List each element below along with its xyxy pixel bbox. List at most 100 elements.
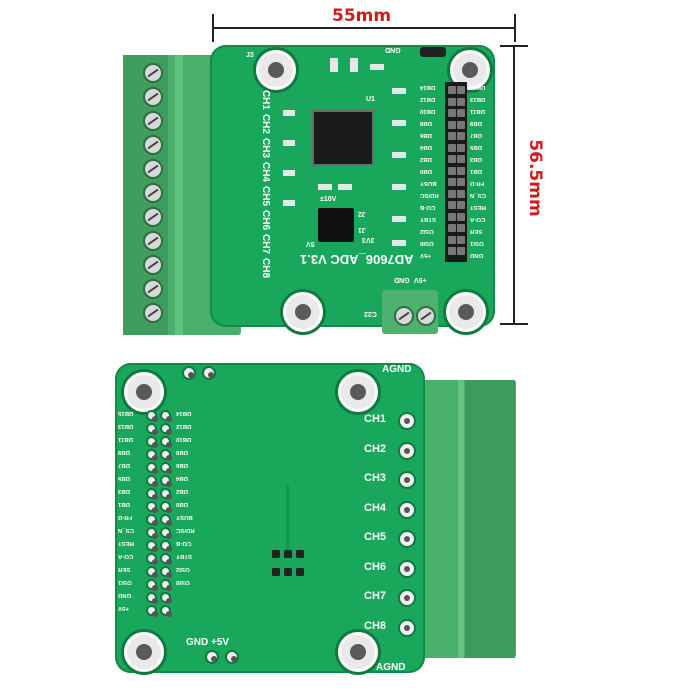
bottom-left-pin-label: REST — [118, 540, 135, 546]
bottom-left-pin-label: DB15 — [118, 410, 134, 416]
bottom-header-pad — [146, 410, 158, 422]
bottom-header-pad — [160, 475, 172, 487]
power-terminal-screw — [394, 306, 414, 326]
top-terminal-screw — [143, 303, 163, 323]
header-pin-label: DB8 — [420, 120, 433, 126]
header-pin-label: DB12 — [420, 96, 436, 102]
top-terminal-screw — [143, 255, 163, 275]
bottom-inner-pin-label: DB10 — [176, 436, 192, 442]
five-v-label: 5V — [306, 240, 315, 247]
width-dimension-line — [212, 27, 516, 29]
header-pin — [457, 143, 465, 152]
header-pin-label: DB15 — [470, 84, 486, 90]
bottom-gnd-5v-label: GND +5V — [186, 637, 230, 648]
top-channel-label: CH5 — [260, 186, 271, 207]
header-pin-label: DB5 — [470, 144, 483, 150]
smd-component — [283, 140, 295, 146]
header-pin — [448, 86, 456, 94]
bottom-header-pad — [146, 553, 158, 565]
bottom-channel-pad — [398, 530, 416, 548]
width-dimension-tick-right — [514, 14, 516, 42]
header-pin-label: CO-B — [420, 204, 436, 210]
top-channel-label: CH6 — [260, 210, 271, 231]
bottom-header-pad — [146, 488, 158, 500]
header-pin-label: CO-A — [470, 216, 486, 222]
header-pin — [457, 132, 465, 140]
bottom-header-pad — [146, 423, 158, 435]
header-pin — [457, 235, 465, 244]
bottom-agnd-bottom: AGND — [376, 662, 406, 673]
bottom-left-pin-label: DB3 — [118, 488, 131, 494]
header-pin — [448, 189, 456, 198]
top-mount-hole-br — [446, 292, 486, 332]
three-v-label: 3V3 — [362, 236, 375, 243]
bottom-header-pad — [160, 592, 172, 604]
header-pin — [457, 109, 465, 117]
bottom-channel-pad — [398, 589, 416, 607]
smd-component — [392, 184, 406, 190]
bottom-header-pad — [160, 566, 172, 578]
bottom-header-pad — [160, 436, 172, 448]
j3-label: J3 — [246, 52, 254, 59]
bottom-inner-pin-label: DB14 — [176, 410, 192, 416]
c22-label: C22 — [364, 310, 377, 317]
width-dimension-label: 55mm — [332, 6, 392, 26]
bottom-channel-label: CH1 — [364, 413, 387, 425]
header-pin-label: SER — [470, 228, 483, 234]
top-switch — [420, 47, 446, 57]
bottom-mount-hole-br — [338, 632, 378, 672]
smd-component — [283, 200, 295, 206]
header-pin-label: DB0 — [420, 168, 433, 174]
header-pin-label: FR-D — [470, 180, 485, 186]
header-pin-label: OSI0 — [420, 240, 434, 246]
bottom-header-pad — [160, 449, 172, 461]
header-pin — [448, 109, 456, 117]
top-channel-label: CH2 — [260, 113, 271, 134]
bottom-inner-pin-label: DB6 — [176, 462, 189, 468]
bottom-via — [296, 550, 304, 558]
bottom-header-pad — [146, 475, 158, 487]
top-terminal-screw — [143, 135, 163, 155]
bottom-inner-pin-label: BUSY — [176, 514, 193, 520]
smd-component — [392, 240, 406, 246]
top-terminal-screw — [143, 207, 163, 227]
bottom-header-pad — [160, 410, 172, 422]
smd-component — [392, 120, 406, 126]
header-pin — [448, 97, 456, 106]
bottom-channel-label: CH6 — [364, 560, 387, 573]
header-pin — [457, 97, 465, 106]
bottom-channel-pad — [398, 500, 416, 519]
bottom-header-pad — [146, 462, 158, 474]
header-pin — [448, 247, 456, 255]
bottom-channel-pad — [398, 618, 416, 637]
bottom-channel-pad — [398, 471, 416, 489]
header-pin — [448, 178, 456, 186]
header-pin-label: DB13 — [470, 96, 486, 102]
header-pin — [457, 166, 465, 175]
header-pin-label: DB10 — [420, 108, 436, 114]
header-pin — [457, 155, 465, 163]
header-pin — [457, 120, 465, 129]
bottom-header-pad — [146, 566, 158, 578]
top-terminal-screw — [143, 111, 163, 131]
top-terminal-screw — [143, 183, 163, 203]
width-dimension-tick-left — [212, 14, 214, 42]
smd-component — [392, 88, 406, 94]
bottom-header-pad — [146, 514, 158, 526]
smd-component — [318, 184, 332, 190]
smd-component — [283, 170, 295, 176]
header-pin — [448, 235, 456, 244]
bottom-inner-pin-label: DB12 — [176, 423, 192, 429]
bottom-header-pad — [160, 527, 172, 539]
header-pin-label: DB1 — [470, 168, 483, 174]
header-pin-label: DB2 — [420, 156, 433, 162]
header-pin-label: OSI2 — [420, 228, 434, 234]
bottom-header-pad — [160, 553, 172, 565]
header-pin-label: BUSY — [420, 180, 437, 186]
bottom-mount-hole-bl — [124, 632, 164, 672]
header-pin-label: DB14 — [420, 84, 436, 90]
top-terminal-screw — [143, 63, 163, 83]
top-terminal-screw — [143, 87, 163, 107]
bottom-channel-label: CH8 — [364, 619, 387, 632]
smd-component — [370, 64, 384, 70]
